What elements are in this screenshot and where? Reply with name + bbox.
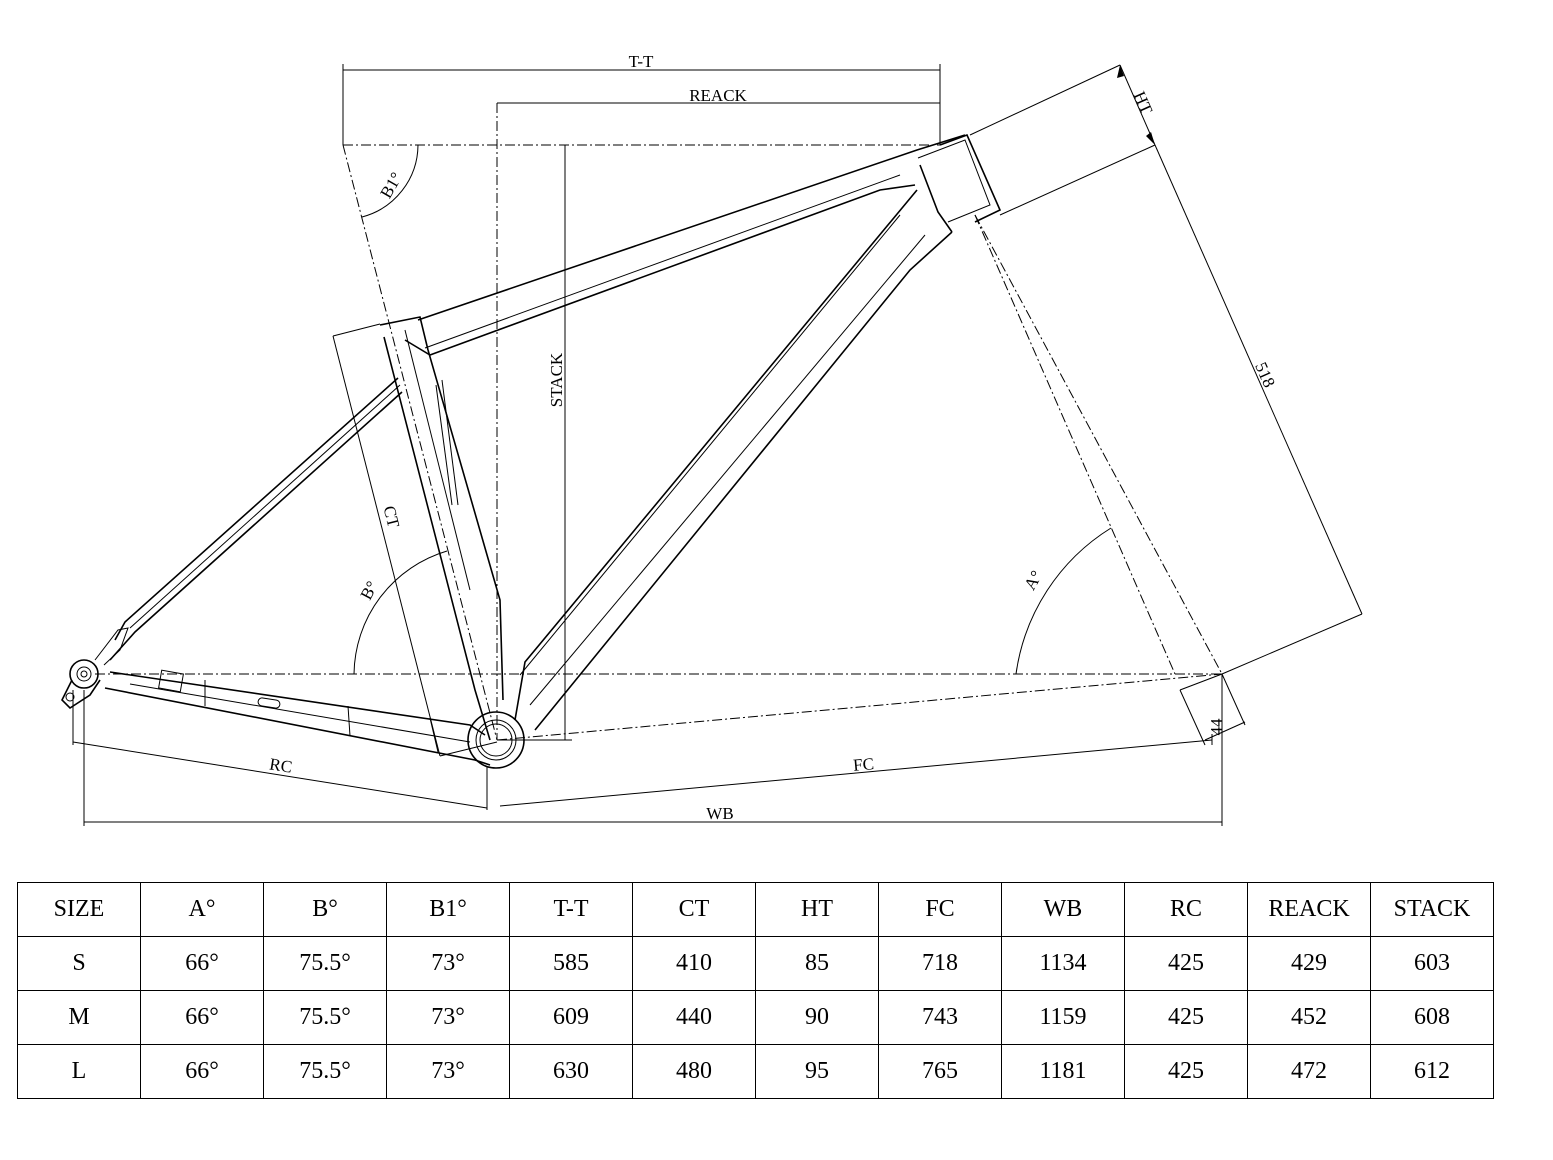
table-cell: 608	[1370, 990, 1494, 1045]
table-header-cell: SIZE	[17, 882, 141, 937]
ct-dimension	[332, 323, 498, 757]
stack-label: STACK	[547, 352, 566, 407]
table-cell: 66°	[140, 990, 264, 1045]
table-cell: 480	[632, 1044, 756, 1099]
table-row: L 66° 75.5° 73° 630 480 95 765 1181 425 …	[17, 1044, 1494, 1099]
rc-label: RC	[268, 754, 293, 776]
b1-angle-arc	[361, 144, 419, 218]
table-header-cell: WB	[1001, 882, 1125, 937]
table-cell: 630	[509, 1044, 633, 1099]
table-cell: 743	[878, 990, 1002, 1045]
a-angle-arc	[1015, 527, 1112, 675]
table-cell: 425	[1124, 1044, 1248, 1099]
table-cell: 66°	[140, 936, 264, 991]
table-row: S 66° 75.5° 73° 585 410 85 718 1134 425 …	[17, 936, 1494, 991]
table-cell: 718	[878, 936, 1002, 991]
table-header-cell: HT	[755, 882, 879, 937]
b1-label: B1°	[376, 169, 406, 202]
seat-tube-axis-line	[342, 144, 498, 741]
table-cell: 73°	[386, 1044, 510, 1099]
table-cell: 765	[878, 1044, 1002, 1099]
fork-length-dimension	[1154, 144, 1363, 675]
b-label: B°	[356, 578, 381, 603]
fc-dimension	[499, 734, 1213, 807]
a-label: A°	[1020, 567, 1046, 593]
wheel-axle-line	[496, 673, 1223, 741]
table-header-cell: REACK	[1247, 882, 1371, 937]
wb-label: WB	[706, 804, 733, 823]
table-cell: 85	[755, 936, 879, 991]
table-header-cell: A°	[140, 882, 264, 937]
table-cell: 425	[1124, 936, 1248, 991]
stack-dimension	[497, 145, 572, 741]
table-cell: 472	[1247, 1044, 1371, 1099]
table-cell: 75.5°	[263, 1044, 387, 1099]
ct-label: CT	[379, 504, 403, 530]
table-cell: 1134	[1001, 936, 1125, 991]
table-cell: 75.5°	[263, 936, 387, 991]
offset-label: 44	[1207, 718, 1226, 736]
table-header-cell: FC	[878, 882, 1002, 937]
ht-dimension	[969, 64, 1156, 216]
table-cell: 425	[1124, 990, 1248, 1045]
table-cell: S	[17, 936, 141, 991]
table-cell: 95	[755, 1044, 879, 1099]
ht-label: HT	[1130, 89, 1157, 118]
dropout-offset-line	[1179, 673, 1223, 691]
table-cell: 73°	[386, 990, 510, 1045]
tt-label: T-T	[629, 52, 654, 71]
table-header-cell: T-T	[509, 882, 633, 937]
table-cell: 609	[509, 990, 633, 1045]
reach-label: REACK	[689, 86, 747, 105]
table-cell: 90	[755, 990, 879, 1045]
fork-axis-line	[974, 214, 1176, 675]
tt-dimension	[342, 64, 941, 145]
table-header-cell: CT	[632, 882, 756, 937]
table-cell: 585	[509, 936, 633, 991]
table-cell: 1159	[1001, 990, 1125, 1045]
table-cell: L	[17, 1044, 141, 1099]
fc-label: FC	[852, 754, 874, 775]
table-header-cell: B1°	[386, 882, 510, 937]
offset-dimension	[1179, 673, 1246, 746]
table-header-cell: STACK	[1370, 882, 1494, 937]
frame-geometry-drawing: T-T REACK STACK HT 518 B1° CT B° A° RC F…	[61, 52, 1363, 826]
wb-dimension	[83, 674, 1223, 826]
table-cell: 410	[632, 936, 756, 991]
table-cell: 1181	[1001, 1044, 1125, 1099]
table-cell: 603	[1370, 936, 1494, 991]
reach-dimension	[497, 98, 941, 108]
table-cell: 75.5°	[263, 990, 387, 1045]
table-header-cell: B°	[263, 882, 387, 937]
table-cell: 612	[1370, 1044, 1494, 1099]
table-cell: 73°	[386, 936, 510, 991]
geometry-table: SIZE A° B° B1° T-T CT HT FC WB RC REACK …	[17, 882, 1494, 1099]
fork-length-label: 518	[1251, 359, 1279, 390]
table-cell: 66°	[140, 1044, 264, 1099]
table-header-cell: RC	[1124, 882, 1248, 937]
table-cell: 440	[632, 990, 756, 1045]
b-angle-arc	[353, 550, 448, 675]
table-cell: 429	[1247, 936, 1371, 991]
table-cell: M	[17, 990, 141, 1045]
head-tube-axis-line	[974, 214, 1223, 675]
table-cell: 452	[1247, 990, 1371, 1045]
bike-frame	[61, 133, 1002, 769]
table-header-row: SIZE A° B° B1° T-T CT HT FC WB RC REACK …	[17, 882, 1494, 937]
table-row: M 66° 75.5° 73° 609 440 90 743 1159 425 …	[17, 990, 1494, 1045]
